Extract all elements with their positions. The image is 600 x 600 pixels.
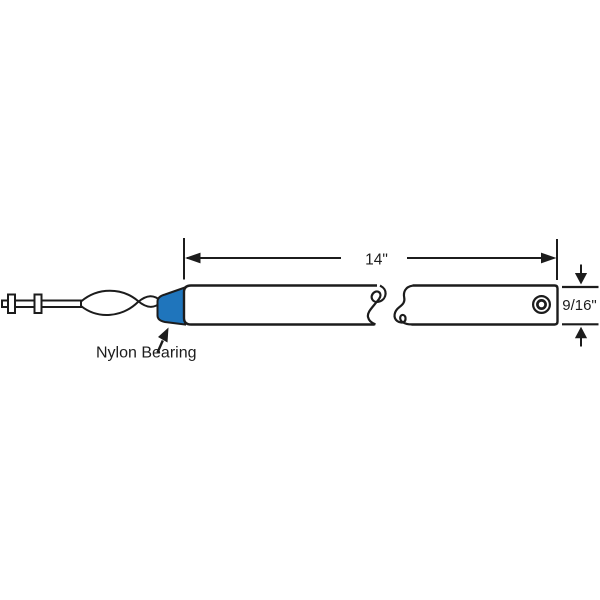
nylon-bearing	[156, 286, 186, 326]
tube-end-hole-outer	[531, 295, 551, 315]
tube-end-hole-inner	[536, 299, 547, 310]
length-dimension-label: 14"	[365, 252, 388, 269]
diameter-dimension: 9/16"	[562, 264, 599, 347]
callout-arrowhead-icon	[158, 327, 169, 343]
tube-break-right	[393, 284, 413, 326]
balance-tube	[182, 284, 559, 326]
down-arrowhead-icon	[574, 273, 588, 285]
bearing-callout-label: Nylon Bearing	[96, 345, 197, 362]
spiral-rod-strand	[80, 289, 162, 308]
mounting-rod	[1, 293, 82, 314]
bearing-callout: Nylon Bearing	[96, 327, 197, 362]
tube-right-segment	[411, 284, 559, 326]
arrowhead-left-icon	[185, 252, 201, 264]
tube-left-segment	[182, 284, 377, 326]
mounting-rod-pin	[7, 293, 16, 314]
spiral-rod-strand	[80, 295, 162, 316]
callout-arrow-stem	[156, 340, 164, 353]
tube-break-left	[366, 284, 387, 326]
diameter-dimension-label: 9/16"	[562, 297, 597, 314]
arrowhead-right-icon	[541, 252, 557, 264]
spiral-rod	[80, 289, 162, 316]
mounting-rod-pin	[33, 293, 43, 314]
tube-end-hole	[531, 295, 551, 315]
up-arrowhead-icon	[574, 326, 588, 339]
length-dimension: 14"	[183, 238, 558, 280]
